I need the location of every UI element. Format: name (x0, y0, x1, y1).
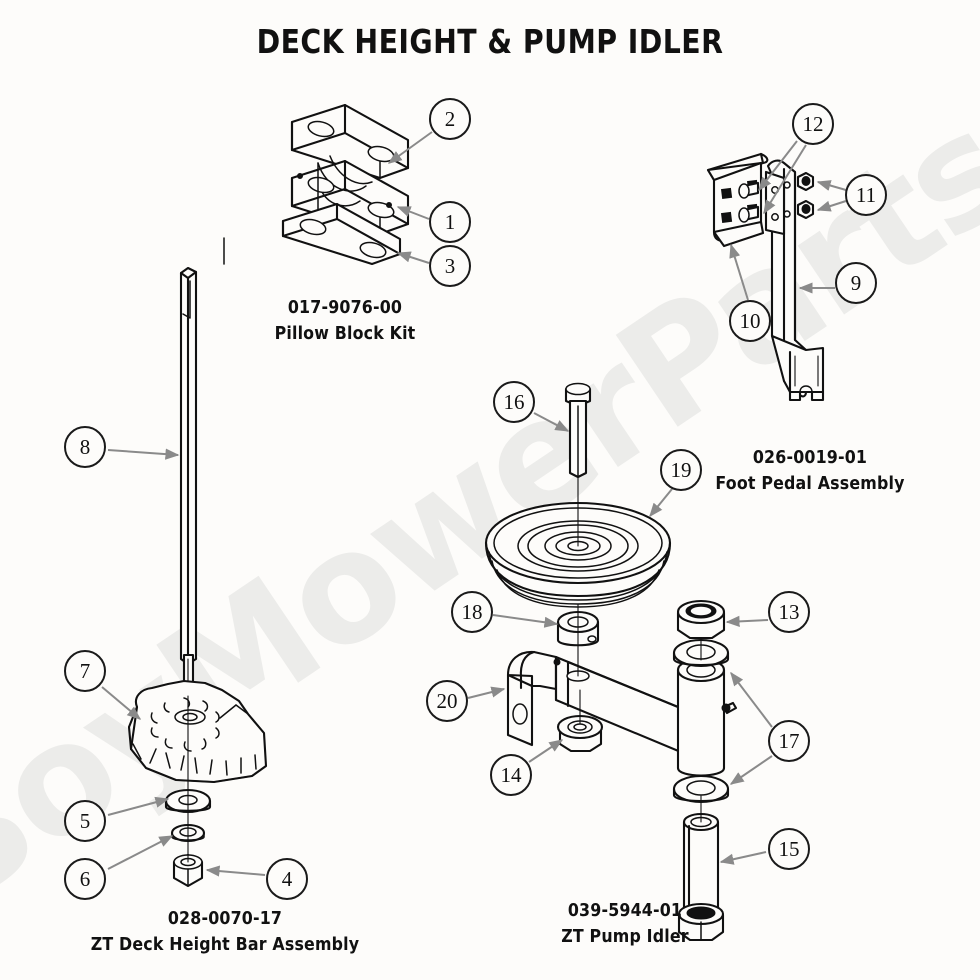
leader-8 (107, 448, 180, 460)
callout-10[interactable]: 10 (729, 300, 771, 342)
leader-14 (528, 739, 564, 763)
leader-7 (101, 686, 142, 720)
callout-5[interactable]: 5 (64, 800, 106, 842)
leader-13 (725, 615, 769, 627)
part-number: 039-5944-01 (567, 900, 683, 921)
callout-4[interactable]: 4 (266, 858, 308, 900)
part-number: 017-9076-00 (287, 297, 403, 318)
part-name: Foot Pedal Assembly (715, 473, 905, 495)
leader-6 (107, 835, 174, 870)
carriage-bolts (738, 181, 760, 223)
idler-arm (506, 650, 738, 777)
leader-19 (649, 488, 673, 518)
leader-12a (758, 140, 798, 192)
callout-17[interactable]: 17 (768, 720, 810, 762)
page-title: DECK HEIGHT & PUMP IDLER (256, 22, 724, 61)
leader-11a (816, 180, 847, 191)
callout-1[interactable]: 1 (429, 201, 471, 243)
flange-nuts (796, 171, 815, 220)
callout-8[interactable]: 8 (64, 426, 106, 468)
top-lock-nut (676, 599, 726, 640)
callout-12[interactable]: 12 (792, 103, 834, 145)
deck-height-index-plate (127, 679, 268, 784)
pulley-bolt (564, 382, 592, 479)
part-name: ZT Pump Idler (561, 926, 689, 948)
caption-zt-pump-idler: 039-5944-01 ZT Pump Idler (497, 898, 752, 950)
callout-3[interactable]: 3 (429, 245, 471, 287)
leader-12b (763, 144, 807, 215)
leader-18 (492, 614, 559, 628)
callout-13[interactable]: 13 (768, 591, 810, 633)
leader-15 (719, 851, 767, 865)
leader-20 (467, 686, 506, 699)
part-number: 026-0019-01 (752, 447, 868, 468)
leader-5 (107, 796, 170, 816)
callout-9[interactable]: 9 (835, 262, 877, 304)
pillow-block-center (290, 159, 410, 236)
callout-2[interactable]: 2 (429, 98, 471, 140)
pedal-pad-bracket (706, 152, 769, 248)
idler-pivot-shaft (677, 812, 725, 942)
leader-17a (730, 671, 773, 728)
caption-pillow-block-kit: 017-9076-00 Pillow Block Kit (213, 295, 477, 347)
deck-height-bar (179, 266, 198, 698)
callout-20[interactable]: 20 (426, 680, 468, 722)
callout-11[interactable]: 11 (845, 174, 887, 216)
callout-19[interactable]: 19 (660, 449, 702, 491)
leader-17b (729, 755, 773, 785)
leader-4 (205, 865, 266, 877)
callout-16[interactable]: 16 (493, 381, 535, 423)
callout-14[interactable]: 14 (490, 754, 532, 796)
part-name: Pillow Block Kit (274, 323, 416, 345)
part-number: 028-0070-17 (167, 908, 283, 929)
leader-10 (729, 243, 749, 301)
caption-zt-deck-height-bar-assembly: 028-0070-17 ZT Deck Height Bar Assembly (89, 906, 362, 958)
leader-1 (396, 206, 430, 220)
leader-3 (396, 251, 430, 264)
callout-18[interactable]: 18 (451, 591, 493, 633)
leader-16 (533, 412, 570, 432)
callout-15[interactable]: 15 (768, 828, 810, 870)
callout-7[interactable]: 7 (64, 650, 106, 692)
leader-11b (816, 200, 847, 212)
callout-6[interactable]: 6 (64, 858, 106, 900)
leader-2 (387, 131, 433, 164)
caption-foot-pedal-assembly: 026-0019-01 Foot Pedal Assembly (669, 445, 951, 497)
part-name: ZT Deck Height Bar Assembly (90, 934, 360, 956)
